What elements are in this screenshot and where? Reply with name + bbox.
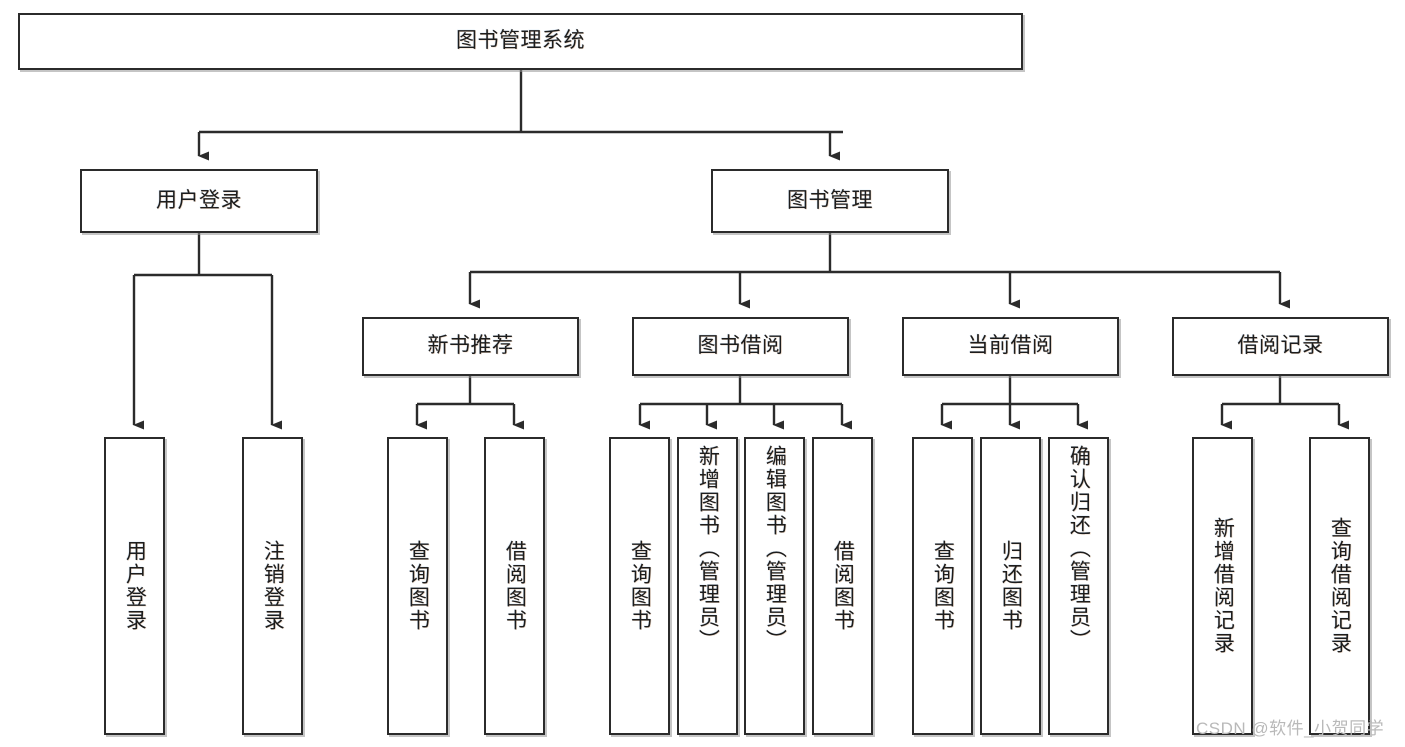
node-book-borrow[interactable]: 图书借阅: [632, 317, 849, 376]
node-new-book-recommend-label: 新书推荐: [427, 334, 514, 358]
node-new-book-recommend[interactable]: 新书推荐: [362, 317, 579, 376]
node-user-login[interactable]: 用户登录: [80, 169, 318, 233]
leaf-borrow-record-add-label: 新增借阅记录: [1211, 517, 1235, 655]
node-book-management[interactable]: 图书管理: [711, 169, 949, 233]
leaf-user-login-logout-label: 注销登录: [261, 540, 285, 632]
node-borrow-record-label: 借阅记录: [1237, 334, 1324, 358]
leaf-book-borrow-query-label: 查询图书: [628, 540, 652, 632]
leaf-book-borrow-add-label: 新增图书（管理员）: [696, 445, 720, 652]
connectors-book-borrow: [638, 376, 852, 430]
leaf-user-login-login[interactable]: 用户登录: [104, 437, 165, 735]
node-book-management-label: 图书管理: [787, 188, 873, 212]
leaf-user-login-login-label: 用户登录: [123, 540, 147, 632]
leaf-user-login-logout[interactable]: 注销登录: [242, 437, 303, 735]
connectors-root: [197, 70, 843, 161]
leaf-book-borrow-borrow-label: 借阅图书: [831, 540, 855, 632]
node-current-borrow[interactable]: 当前借阅: [902, 317, 1119, 376]
leaf-borrow-record-query-label: 查询借阅记录: [1328, 517, 1352, 655]
node-user-login-label: 用户登录: [156, 188, 242, 212]
leaf-new-book-query[interactable]: 查询图书: [387, 437, 448, 735]
leaf-book-borrow-edit[interactable]: 编辑图书（管理员）: [744, 437, 805, 735]
leaf-book-borrow-add[interactable]: 新增图书（管理员）: [677, 437, 738, 735]
connectors-user-login: [132, 233, 282, 430]
leaf-new-book-borrow-label: 借阅图书: [503, 540, 527, 632]
connectors-book-manage: [468, 233, 1290, 309]
leaf-current-borrow-query[interactable]: 查询图书: [912, 437, 973, 735]
leaf-current-borrow-query-label: 查询图书: [931, 540, 955, 632]
leaf-new-book-borrow[interactable]: 借阅图书: [484, 437, 545, 735]
node-book-borrow-label: 图书借阅: [697, 334, 784, 358]
leaf-current-borrow-confirm[interactable]: 确认归还（管理员）: [1048, 437, 1109, 735]
node-borrow-record[interactable]: 借阅记录: [1172, 317, 1389, 376]
connectors-current-borrow: [940, 376, 1088, 430]
leaf-new-book-query-label: 查询图书: [406, 540, 430, 632]
leaf-book-borrow-query[interactable]: 查询图书: [609, 437, 670, 735]
connectors-new-book: [415, 376, 524, 430]
connectors-borrow-record: [1220, 376, 1349, 430]
node-root[interactable]: 图书管理系统: [18, 13, 1023, 70]
watermark: CSDN @软件_小贺同学: [1196, 719, 1385, 738]
node-current-borrow-label: 当前借阅: [967, 334, 1054, 358]
node-root-label: 图书管理系统: [456, 29, 585, 53]
leaf-book-borrow-borrow[interactable]: 借阅图书: [812, 437, 873, 735]
leaf-borrow-record-add[interactable]: 新增借阅记录: [1192, 437, 1253, 735]
leaf-current-borrow-return[interactable]: 归还图书: [980, 437, 1041, 735]
leaf-borrow-record-query[interactable]: 查询借阅记录: [1309, 437, 1370, 735]
leaf-current-borrow-return-label: 归还图书: [999, 540, 1023, 632]
leaf-current-borrow-confirm-label: 确认归还（管理员）: [1067, 445, 1091, 652]
leaf-book-borrow-edit-label: 编辑图书（管理员）: [763, 445, 787, 652]
